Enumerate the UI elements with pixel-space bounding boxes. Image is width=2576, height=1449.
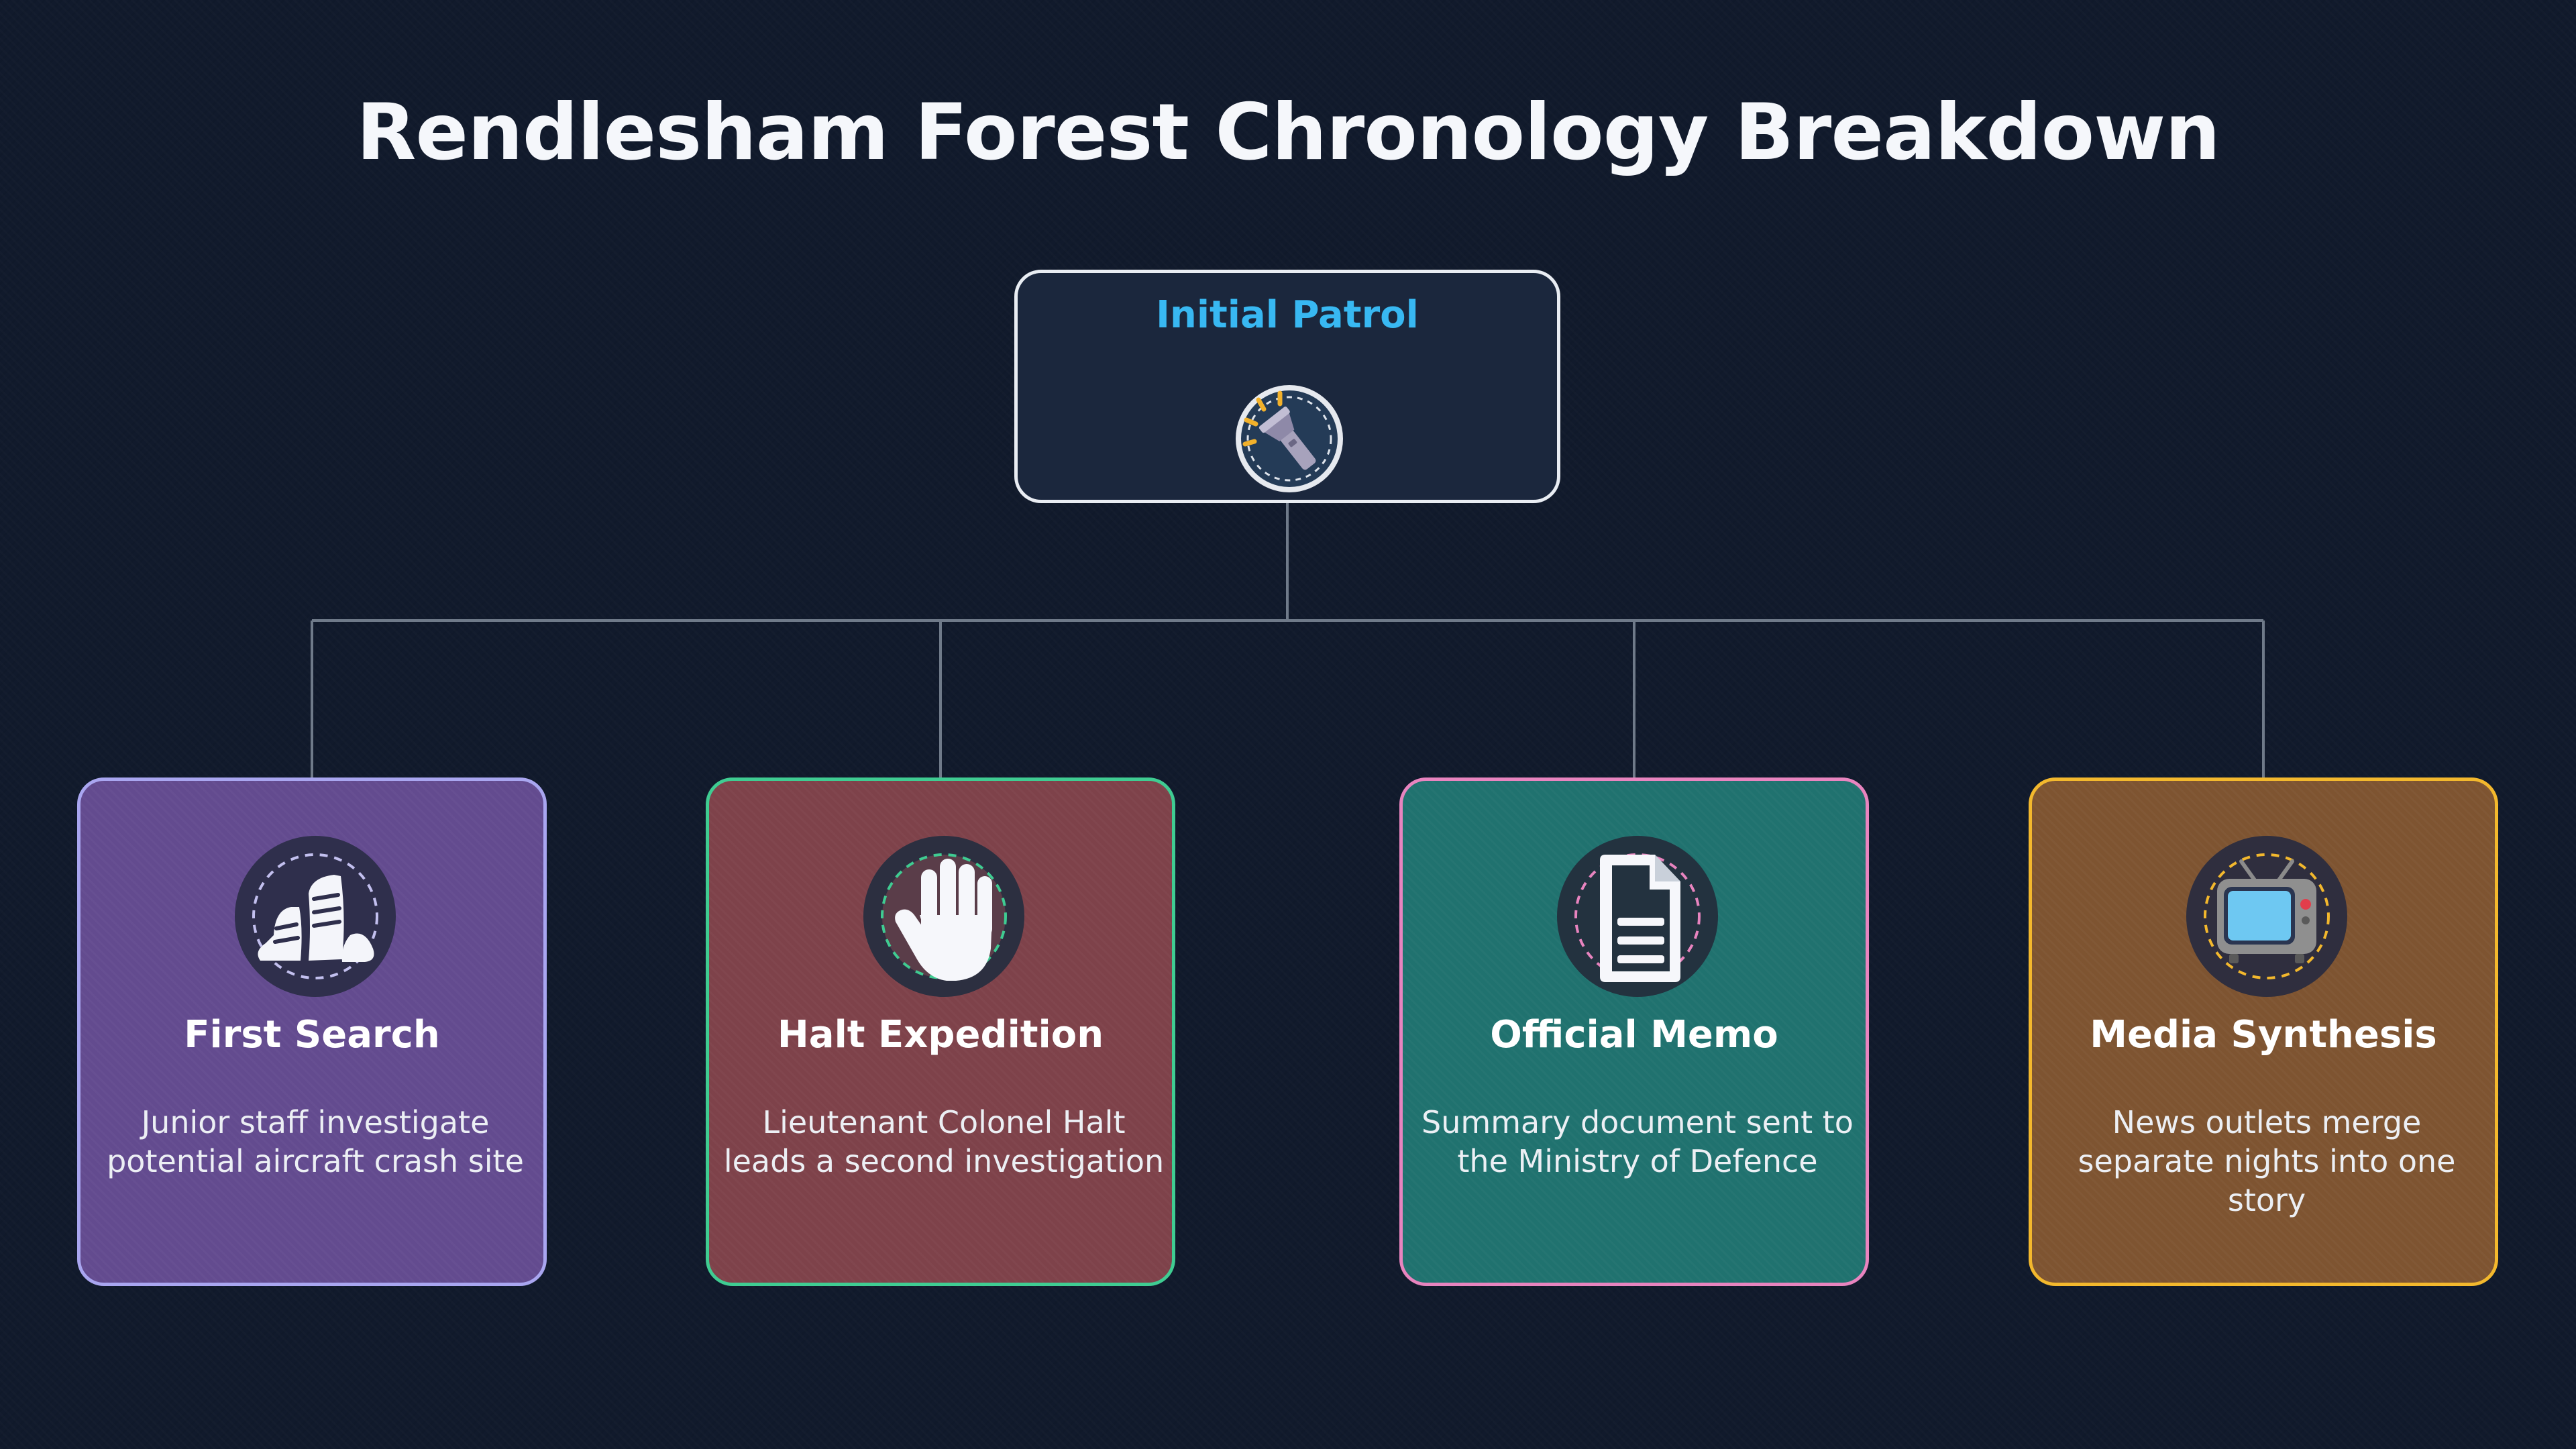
document-icon [1557,836,1718,997]
flashlight-icon [1236,385,1343,492]
footprints-icon [235,836,396,997]
card-title: Official Memo [1490,1013,1778,1057]
card-description: Lieutenant Colonel Halt leads a second i… [723,1104,1165,1179]
card-first-search: First Search Junior staff investigate po… [77,777,547,1286]
diagram-title: Rendlesham Forest Chronology Breakdown [356,87,2220,178]
television-icon [2186,836,2347,997]
root-node-label: Initial Patrol [1156,293,1419,337]
card-description: Summary document sent to the Ministry of… [1421,1104,1854,1179]
card-title: First Search [184,1013,440,1057]
card-description: Junior staff investigate potential aircr… [107,1104,524,1179]
card-title: Halt Expedition [777,1013,1104,1057]
card-title: Media Synthesis [2090,1013,2437,1057]
card-description: News outlets merge separate nights into … [2078,1104,2456,1218]
stop-hand-icon [863,836,1024,997]
card-media-synthesis: Media Synthesis News outlets merge separ… [2029,777,2498,1286]
root-node-initial-patrol: Initial Patrol [1014,270,1560,503]
card-halt-expedition: Halt Expedition Lieutenant Colonel Halt … [706,777,1175,1286]
card-official-memo: Official Memo Summary document sent to t… [1399,777,1869,1286]
